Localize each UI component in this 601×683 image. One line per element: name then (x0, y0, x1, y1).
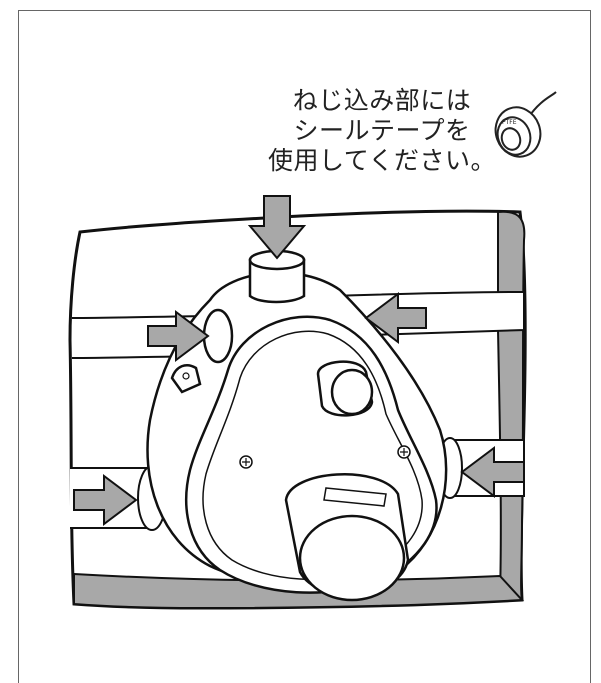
seal-tape-icon: PTFE (494, 91, 557, 158)
mixing-valve-body (146, 249, 448, 602)
instruction-note: ねじ込み部には シールテープを 使用してください。 (262, 86, 502, 176)
arrow-left-upper (147, 310, 210, 362)
arrow-left-lower (73, 474, 138, 526)
instruction-line-3: 使用してください。 (267, 146, 496, 175)
arrow-right-lower (460, 446, 525, 498)
instruction-line-1: ねじ込み部には (292, 86, 472, 115)
tape-label: PTFE (502, 119, 517, 126)
figure-frame (18, 10, 591, 683)
arrow-top (247, 195, 307, 260)
instruction-line-2: シールテープを (293, 116, 471, 145)
arrow-right-upper (364, 292, 427, 344)
